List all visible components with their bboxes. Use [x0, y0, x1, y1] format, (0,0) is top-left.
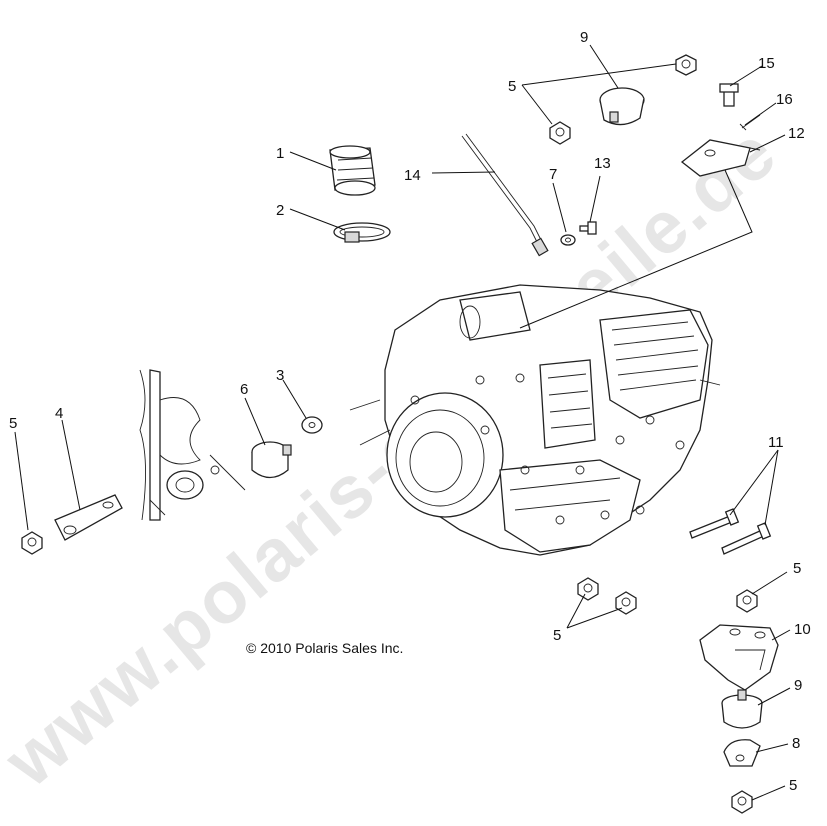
part-5-nuts-bottom-center — [577, 577, 637, 615]
callout-9a: 9 — [580, 29, 588, 46]
callout-7: 7 — [549, 166, 557, 183]
part-9-mount-top — [599, 87, 645, 126]
callouts: 1 2 3 4 5 5 5 5 5 6 7 8 9 9 10 11 12 13 … — [9, 29, 811, 794]
leader-lines — [14, 44, 791, 801]
callout-4: 4 — [55, 405, 63, 422]
callout-11: 11 — [768, 434, 784, 451]
part-5-nut-top-right — [675, 54, 697, 76]
part-14-rod — [461, 133, 549, 257]
callout-5e: 5 — [789, 777, 797, 794]
copyright-text: © 2010 Polaris Sales Inc. — [246, 640, 403, 656]
callout-8: 8 — [792, 735, 800, 752]
callout-10: 10 — [794, 621, 811, 638]
callout-5b: 5 — [508, 78, 516, 95]
part-15-bolt — [719, 83, 739, 107]
part-9-mount-bottom — [721, 689, 763, 729]
part-11-bolts — [689, 508, 772, 555]
engine-assembly — [349, 284, 721, 556]
part-1-boot — [329, 145, 376, 196]
part-12-bracket — [680, 139, 761, 177]
callout-15: 15 — [758, 55, 775, 72]
callout-5a: 5 — [9, 415, 17, 432]
part-4-bracket — [54, 494, 123, 541]
part-13-bolt — [579, 221, 597, 235]
callout-16: 16 — [776, 91, 793, 108]
callout-2: 2 — [276, 202, 284, 219]
callout-6: 6 — [240, 381, 248, 398]
frame-section — [139, 369, 246, 521]
part-5-nut-right — [736, 589, 758, 613]
callout-1: 1 — [276, 145, 284, 162]
callout-3: 3 — [276, 367, 284, 384]
part-10-bracket — [699, 624, 779, 691]
part-5-nut-top-left — [549, 121, 571, 145]
part-5-nut-bottom — [731, 790, 753, 814]
part-8-shield — [723, 739, 761, 767]
part-2-clamp — [333, 222, 391, 243]
part-3-washer — [301, 416, 323, 434]
callout-12: 12 — [788, 125, 805, 142]
callout-13: 13 — [594, 155, 611, 172]
callout-9b: 9 — [794, 677, 802, 694]
callout-5d: 5 — [793, 560, 801, 577]
part-5-nut-left — [21, 531, 43, 555]
callout-5c: 5 — [553, 627, 561, 644]
part-7-washer — [560, 234, 576, 246]
part-6-mount — [251, 441, 292, 479]
part-16-pin — [739, 114, 761, 131]
callout-14: 14 — [404, 167, 421, 184]
